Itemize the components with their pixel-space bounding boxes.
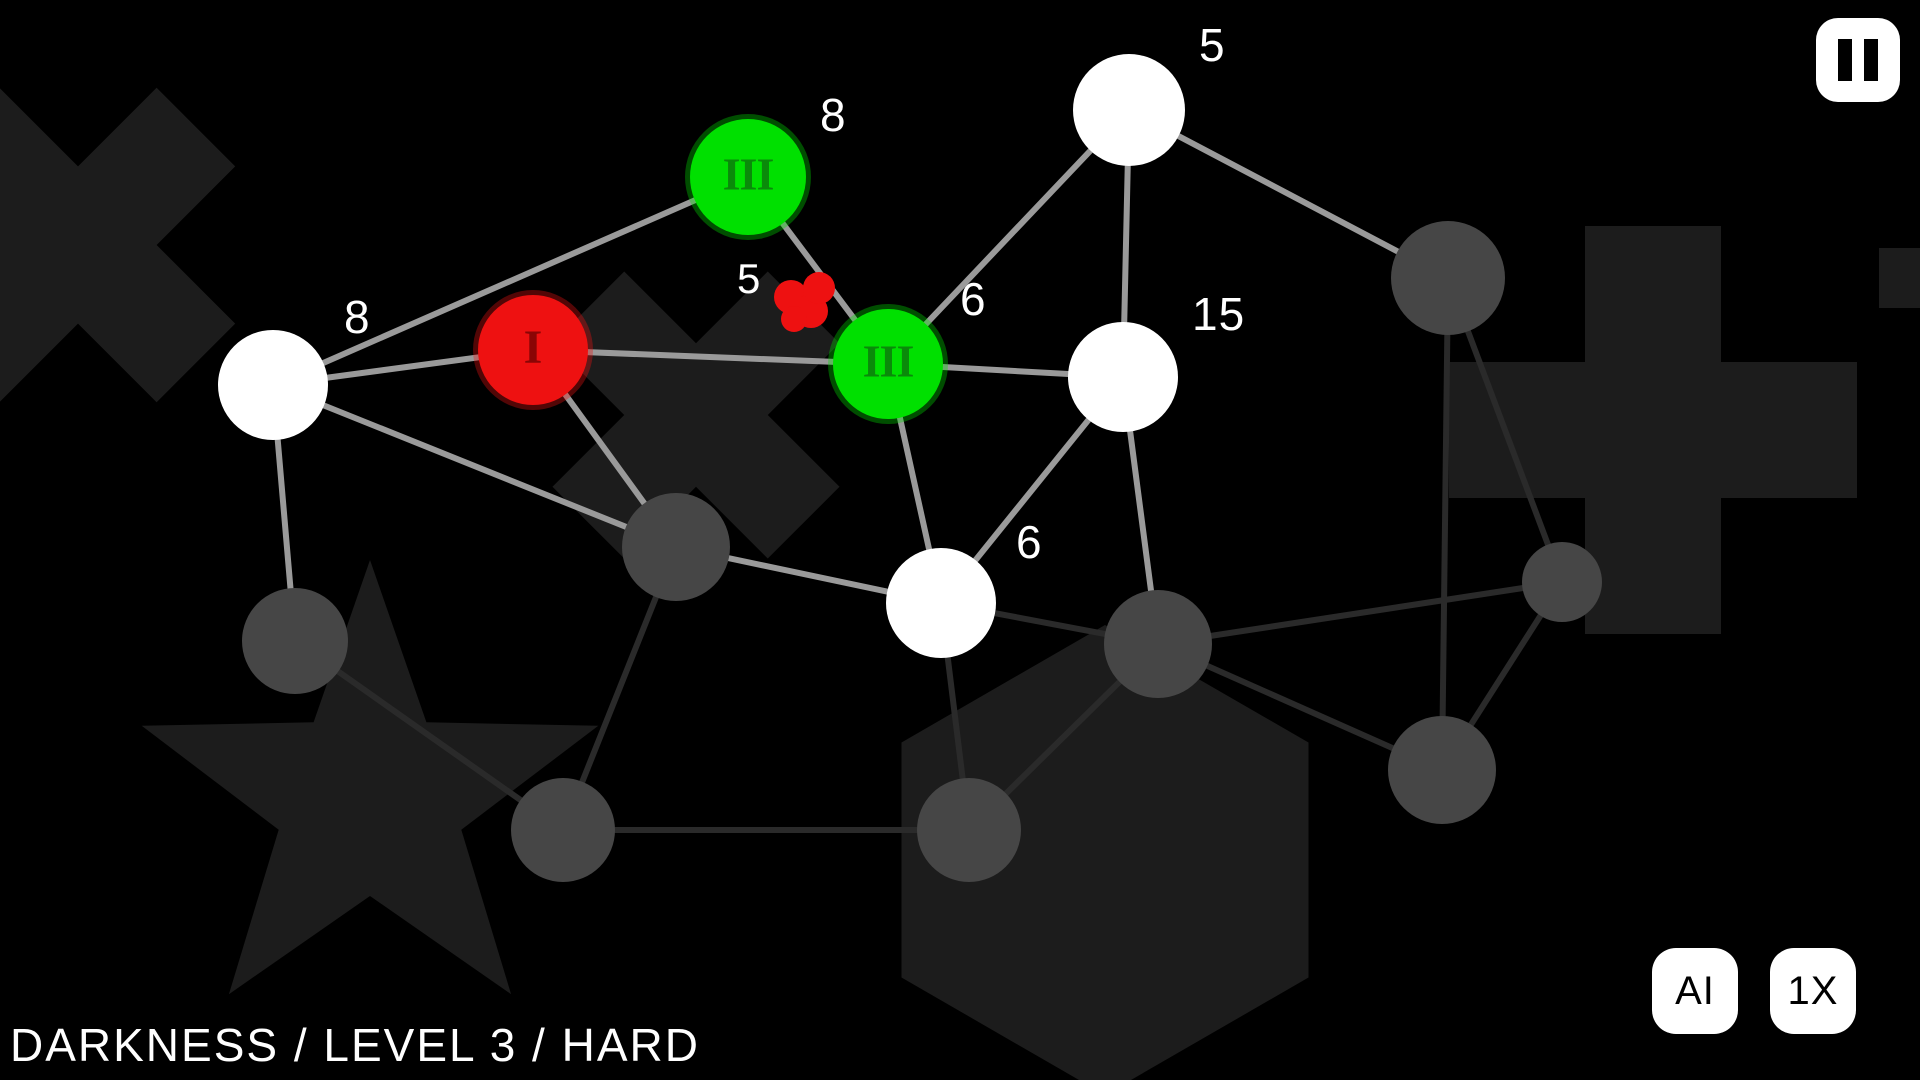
troop-count-label-troop-red-1: 5 xyxy=(737,255,761,302)
edge-n-gray-far-to-n-gray-edge[interactable] xyxy=(1439,275,1451,773)
node-n-red-left[interactable]: I xyxy=(473,290,593,410)
node-n-gray-botmid[interactable] xyxy=(917,778,1021,882)
node-n-white-left[interactable] xyxy=(218,330,328,440)
node-n-green-mid[interactable]: III xyxy=(828,304,948,424)
pause-bar-right xyxy=(1864,39,1878,81)
decor-x-center xyxy=(552,271,840,559)
edge-layer xyxy=(270,107,1565,833)
edge-n-red-left-to-n-green-mid[interactable] xyxy=(530,347,891,367)
node-circle[interactable] xyxy=(218,330,328,440)
node-n-green-top[interactable]: III xyxy=(685,114,811,240)
node-n-gray-botleft[interactable] xyxy=(511,778,615,882)
node-n-gray-left[interactable] xyxy=(242,588,348,694)
node-circle[interactable] xyxy=(478,295,588,405)
status-bar: DARKNESS / LEVEL 3 / HARD xyxy=(10,1019,700,1071)
pause-button[interactable] xyxy=(1816,18,1900,102)
edge-n-white-left-to-n-green-top[interactable] xyxy=(270,174,751,388)
node-circle[interactable] xyxy=(886,548,996,658)
pause-bar-left xyxy=(1838,39,1852,81)
node-circle[interactable] xyxy=(917,778,1021,882)
troop-group-troop-red-1 xyxy=(774,272,835,332)
node-circle[interactable] xyxy=(1068,322,1178,432)
node-circle[interactable] xyxy=(1104,590,1212,698)
edge-n-gray-botright-to-n-gray-offr[interactable] xyxy=(1155,579,1565,647)
node-n-gray-center[interactable] xyxy=(622,493,730,601)
node-circle[interactable] xyxy=(1391,221,1505,335)
node-circle[interactable] xyxy=(1073,54,1185,166)
node-strength-label-n-white-left: 8 xyxy=(344,291,371,343)
troop-layer xyxy=(774,272,835,332)
decor-x-topleft xyxy=(0,87,236,403)
node-circle[interactable] xyxy=(1522,542,1602,622)
node-rank-glyph: I xyxy=(524,321,543,374)
node-circle[interactable] xyxy=(1388,716,1496,824)
node-circle[interactable] xyxy=(511,778,615,882)
edge-n-green-mid-to-n-white-top[interactable] xyxy=(885,107,1132,367)
node-n-white-bottom[interactable] xyxy=(886,548,996,658)
decor-plus-right xyxy=(1449,226,1857,634)
troop-dot xyxy=(803,272,835,304)
node-circle[interactable] xyxy=(833,309,943,419)
decoration-layer xyxy=(0,87,1920,1080)
node-strength-label-n-white-top: 5 xyxy=(1199,19,1226,71)
decor-hex-botmid xyxy=(901,625,1309,1080)
node-strength-label-n-green-mid: 6 xyxy=(960,273,987,325)
edge-n-gray-left-to-n-gray-botleft[interactable] xyxy=(292,638,566,833)
node-rank-glyph: III xyxy=(863,336,914,387)
decor-sq-topright xyxy=(1879,248,1920,308)
node-strength-label-n-green-top: 8 xyxy=(820,89,847,141)
edge-n-white-left-to-n-gray-center[interactable] xyxy=(270,382,679,550)
node-circle[interactable] xyxy=(242,588,348,694)
ai-toggle-button[interactable]: AI xyxy=(1652,948,1738,1034)
node-circle[interactable] xyxy=(622,493,730,601)
node-strength-label-n-white-bottom: 6 xyxy=(1016,516,1043,568)
node-n-gray-edge[interactable] xyxy=(1388,716,1496,824)
speed-toggle-button[interactable]: 1X xyxy=(1770,948,1856,1034)
edge-n-white-top-to-n-gray-far[interactable] xyxy=(1126,107,1451,281)
node-strength-label-n-white-right: 15 xyxy=(1192,288,1246,340)
node-circle[interactable] xyxy=(690,119,806,235)
troop-dot xyxy=(781,306,807,332)
decor-star-botleft xyxy=(141,560,599,995)
node-n-white-right[interactable] xyxy=(1068,322,1178,432)
node-n-white-top[interactable] xyxy=(1073,54,1185,166)
node-rank-glyph: III xyxy=(723,149,774,200)
node-n-gray-offr[interactable] xyxy=(1522,542,1602,622)
node-n-gray-far[interactable] xyxy=(1391,221,1505,335)
node-n-gray-botright[interactable] xyxy=(1104,590,1212,698)
